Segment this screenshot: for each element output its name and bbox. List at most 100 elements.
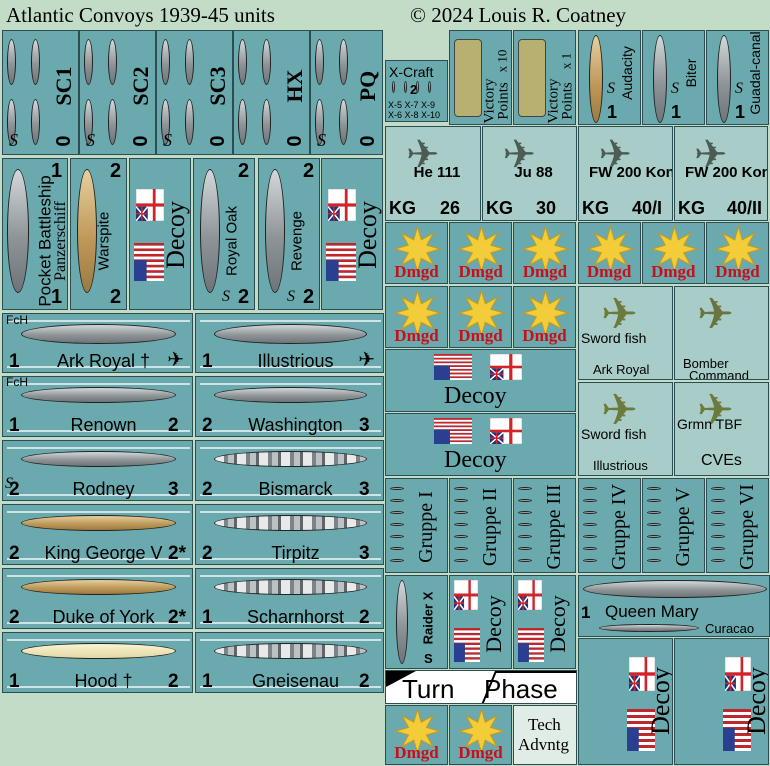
uboat-icon [454, 547, 469, 550]
right-value: 3 [359, 479, 370, 500]
carrier-icon [589, 35, 603, 123]
right-value: 2 [359, 671, 370, 692]
uboat-group-3[interactable]: Gruppe IV [577, 478, 641, 573]
damaged-marker-a1[interactable]: Dmgd [449, 222, 513, 284]
uboat-group-2[interactable]: Gruppe III [513, 478, 577, 573]
wake-line [200, 366, 381, 368]
explosion-icon [393, 288, 442, 338]
damaged-marker-a3[interactable]: Dmgd [577, 222, 641, 284]
damaged-marker-a4[interactable]: Dmgd [641, 222, 705, 284]
decoy-wide-1[interactable]: Decoy [385, 413, 576, 476]
uboat-group-4[interactable]: Gruppe V [641, 478, 705, 573]
s-symbol: S [163, 130, 172, 150]
decoy-bottom-0[interactable]: Decoy [578, 638, 673, 765]
decoy-small-1[interactable]: Decoy [513, 575, 576, 669]
uboat-group-5[interactable]: Gruppe VI [706, 478, 769, 573]
qm-sub: Curacao [705, 621, 755, 636]
ship-name: Gneisenau [251, 671, 340, 691]
ship-name: Washington [248, 415, 343, 435]
carrier-name: Biter [683, 58, 699, 88]
merchant-ship-icon [238, 99, 247, 145]
damaged-marker-b2[interactable]: Dmgd [513, 286, 576, 348]
plane-icon: ✈ [697, 386, 734, 435]
wake-line [7, 447, 190, 449]
group-label: KG [389, 198, 416, 218]
fch-label: FcH [6, 313, 28, 327]
air-unit-sub: Command [689, 368, 749, 380]
decoy-counter-0[interactable]: Decoy [129, 158, 191, 310]
damaged-marker-a2[interactable]: Dmgd [513, 222, 577, 284]
decoy-wide-0[interactable]: Decoy [385, 349, 576, 412]
bomber-counter-3[interactable]: ✈FW 200 KondorKG40/II [674, 126, 768, 221]
damaged-marker-c0[interactable]: Dmgd [385, 705, 448, 765]
damaged-marker-b1[interactable]: Dmgd [449, 286, 512, 348]
group-number: 26 [440, 198, 461, 218]
damaged-marker-c1[interactable]: Dmgd [449, 705, 512, 765]
bomber-counter-2[interactable]: ✈FW 200 KondorKG40/I [578, 126, 673, 221]
decoy-counter-1[interactable]: Decoy [321, 158, 383, 310]
damaged-marker-a5[interactable]: Dmgd [706, 222, 769, 284]
right-value: 3 [359, 543, 370, 564]
s-symbol: S [607, 80, 615, 97]
decoy-bottom-1[interactable]: Decoy [674, 638, 769, 765]
victory-multiplier: x 1 [558, 52, 574, 70]
decoy-small-0[interactable]: Decoy [449, 575, 512, 669]
damaged-marker-a0[interactable]: Dmgd [385, 222, 448, 284]
group-label: KG [486, 198, 513, 218]
decoy-label: Decoy [545, 595, 570, 653]
merchant-ship-icon [339, 39, 348, 85]
air-unit-name: Grmn TBF [677, 416, 743, 432]
uboat-group-1[interactable]: Gruppe II [449, 478, 513, 573]
victory-label2: Points [495, 82, 512, 120]
carrier-value: 1 [735, 102, 746, 122]
right-value: 3 [359, 415, 370, 436]
uboat-icon [454, 559, 469, 562]
wake-line [7, 494, 190, 496]
wake-line [7, 639, 190, 641]
plane-icon: ✈ [601, 290, 638, 339]
victory-label2: Points [559, 82, 576, 120]
uboat-icon [454, 535, 469, 538]
uboat-group-0[interactable]: Gruppe I [385, 478, 448, 573]
damaged-marker-b0[interactable]: Dmgd [385, 286, 448, 348]
s-symbol: S [671, 80, 679, 97]
uboat-icon [582, 559, 597, 562]
